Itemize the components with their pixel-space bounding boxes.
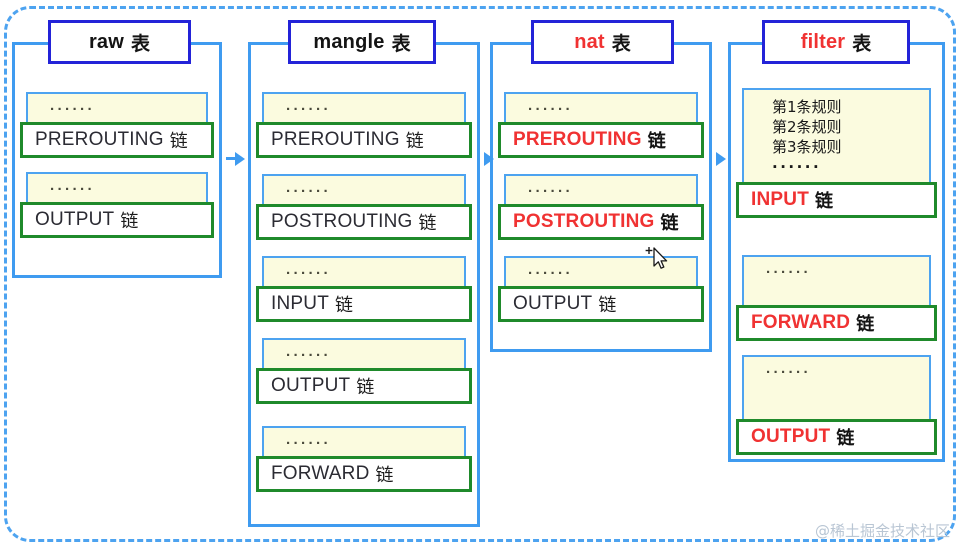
watermark-label: @稀土掘金技术社区: [814, 522, 950, 540]
arrow-shaft: [226, 157, 236, 160]
table-name-nat: nat: [574, 30, 605, 53]
chain-name-nat-prerouting: PREROUTING: [513, 129, 642, 150]
chain-name-suffix: 链: [405, 131, 424, 151]
chain-name-suffix: 链: [335, 295, 353, 315]
chain-ellipsis-nat-output: ······: [528, 265, 573, 282]
chain-name-suffix: 链: [120, 211, 139, 231]
chain-name-suffix: 链: [856, 314, 875, 334]
chain-rule-item: 第2条规则: [772, 118, 842, 136]
arrow-head-icon: [484, 152, 494, 166]
chain-name-filter-output: OUTPUT: [751, 426, 831, 447]
chain-ellipsis-raw-prerouting: ······: [50, 101, 95, 118]
table-name-filter: filter: [800, 30, 846, 53]
table-name-suffix: 表: [611, 33, 631, 55]
arrow-mangle-to-nat: [484, 152, 494, 166]
chain-ellipsis-raw-output: ······: [50, 181, 95, 198]
chain-ellipsis-filter-forward: ······: [766, 264, 811, 281]
chain-label-mangle-input[interactable]: INPUT 链: [256, 286, 472, 322]
chain-name-raw-output: OUTPUT: [35, 209, 115, 230]
table-title-mangle[interactable]: mangle 表: [288, 20, 436, 64]
chain-name-nat-postrouting: POSTROUTING: [513, 211, 655, 232]
chain-name-suffix: 链: [598, 295, 617, 315]
chain-rules-list-filter-input: 第1条规则第2条规则第3条规则 ······: [772, 97, 842, 177]
chain-name-mangle-output: OUTPUT: [271, 375, 351, 396]
chain-rules-ellipsis: ······: [772, 158, 822, 176]
table-name-suffix: 表: [852, 33, 872, 55]
table-name-raw: raw: [88, 30, 125, 53]
chain-name-suffix: 链: [169, 131, 188, 151]
arrow-head-icon: [716, 152, 726, 166]
table-title-raw[interactable]: raw 表: [48, 20, 191, 64]
chain-name-suffix: 链: [660, 213, 679, 233]
chain-name-mangle-forward: FORWARD: [271, 463, 370, 484]
chain-rule-item: 第3条规则: [772, 138, 842, 156]
table-name-suffix: 表: [131, 33, 151, 55]
table-title-nat[interactable]: nat 表: [531, 20, 674, 64]
chain-ellipsis-nat-prerouting: ······: [528, 101, 573, 118]
chain-name-suffix: 链: [418, 213, 437, 233]
chain-name-mangle-postrouting: POSTROUTING: [271, 211, 413, 232]
chain-ellipsis-mangle-input: ······: [286, 265, 331, 282]
chain-ellipsis-mangle-forward: ······: [286, 435, 331, 452]
chain-name-filter-forward: FORWARD: [751, 312, 851, 333]
table-box-raw[interactable]: [12, 42, 222, 278]
chain-name-suffix: 链: [836, 428, 855, 448]
arrow-raw-to-mangle: [226, 152, 245, 166]
chain-name-nat-output: OUTPUT: [513, 293, 593, 314]
table-name-mangle: mangle: [313, 30, 385, 53]
chain-name-suffix: 链: [815, 191, 833, 211]
table-name-suffix: 表: [391, 33, 411, 55]
chain-name-raw-prerouting: PREROUTING: [35, 129, 164, 150]
chain-ellipsis-nat-postrouting: ······: [528, 183, 573, 200]
chain-name-mangle-prerouting: PREROUTING: [271, 129, 400, 150]
chain-name-suffix: 链: [375, 465, 394, 485]
chain-label-filter-input[interactable]: INPUT 链: [736, 182, 937, 218]
table-title-filter[interactable]: filter 表: [762, 20, 910, 64]
chain-rule-item: 第1条规则: [772, 98, 842, 116]
arrow-nat-to-filter: [716, 152, 726, 166]
chain-name-suffix: 链: [647, 131, 666, 151]
chain-ellipsis-filter-output: ······: [766, 364, 811, 381]
chain-name-mangle-input: INPUT: [271, 293, 329, 314]
arrow-head-icon: [235, 152, 245, 166]
chain-ellipsis-mangle-postrouting: ······: [286, 183, 331, 200]
chain-name-suffix: 链: [356, 377, 375, 397]
chain-name-filter-input: INPUT: [751, 189, 809, 210]
chain-ellipsis-mangle-output: ······: [286, 347, 331, 364]
chain-ellipsis-mangle-prerouting: ······: [286, 101, 331, 118]
